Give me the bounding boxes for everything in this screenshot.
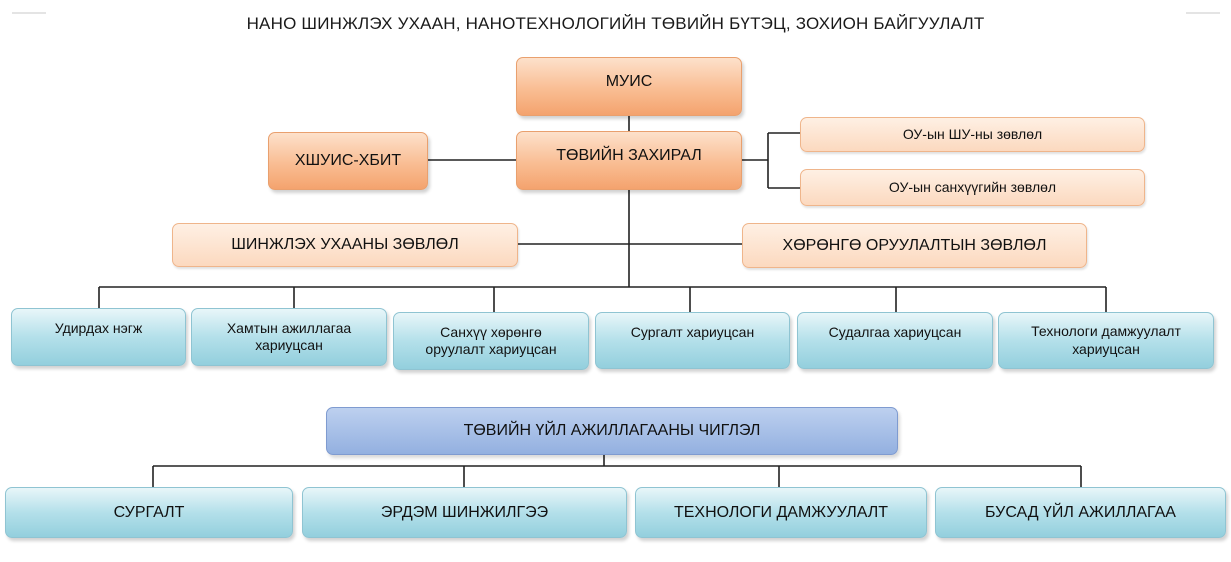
activity-training: СУРГАЛТ xyxy=(5,487,293,538)
box-investment-council: ХӨРӨНГӨ ОРУУЛАЛТЫН ЗӨВЛӨЛ xyxy=(742,223,1087,268)
box-hshuis: ХШУИС-ХБИТ xyxy=(268,132,428,190)
box-director: ТӨВИЙН ЗАХИРАЛ xyxy=(516,131,742,190)
activity-research: ЭРДЭМ ШИНЖИЛГЭЭ xyxy=(302,487,627,538)
box-science-council: ШИНЖЛЭХ УХААНЫ ЗӨВЛӨЛ xyxy=(172,223,518,267)
diagram-title: НАНО ШИНЖЛЭХ УХААН, НАНОТЕХНОЛОГИЙН ТӨВИ… xyxy=(246,14,985,33)
unit-training: Сургалт хариуцсан xyxy=(595,312,790,369)
box-muis: МУИС xyxy=(516,57,742,116)
decor-line-left xyxy=(12,12,46,14)
activity-other: БУСАД ҮЙЛ АЖИЛЛАГАА xyxy=(935,487,1226,538)
box-council-science-intl: ОУ-ын ШУ-ны зөвлөл xyxy=(800,117,1145,152)
unit-management: Удирдах нэгж xyxy=(11,308,186,366)
unit-technology-transfer: Технологи дамжуулалт хариуцсан xyxy=(998,312,1214,369)
unit-research: Судалгаа хариуцсан xyxy=(797,312,993,369)
unit-cooperation: Хамтын ажиллагаа хариуцсан xyxy=(191,308,387,366)
activities-header: ТӨВИЙН ҮЙЛ АЖИЛЛАГААНЫ ЧИГЛЭЛ xyxy=(326,407,898,455)
box-council-finance-intl: ОУ-ын санхүүгийн зөвлөл xyxy=(800,169,1145,206)
activity-technology-transfer: ТЕХНОЛОГИ ДАМЖУУЛАЛТ xyxy=(635,487,927,538)
unit-finance-investment: Санхүү хөрөнгө оруулалт хариуцсан xyxy=(393,312,589,370)
decor-line-right xyxy=(1186,12,1220,14)
